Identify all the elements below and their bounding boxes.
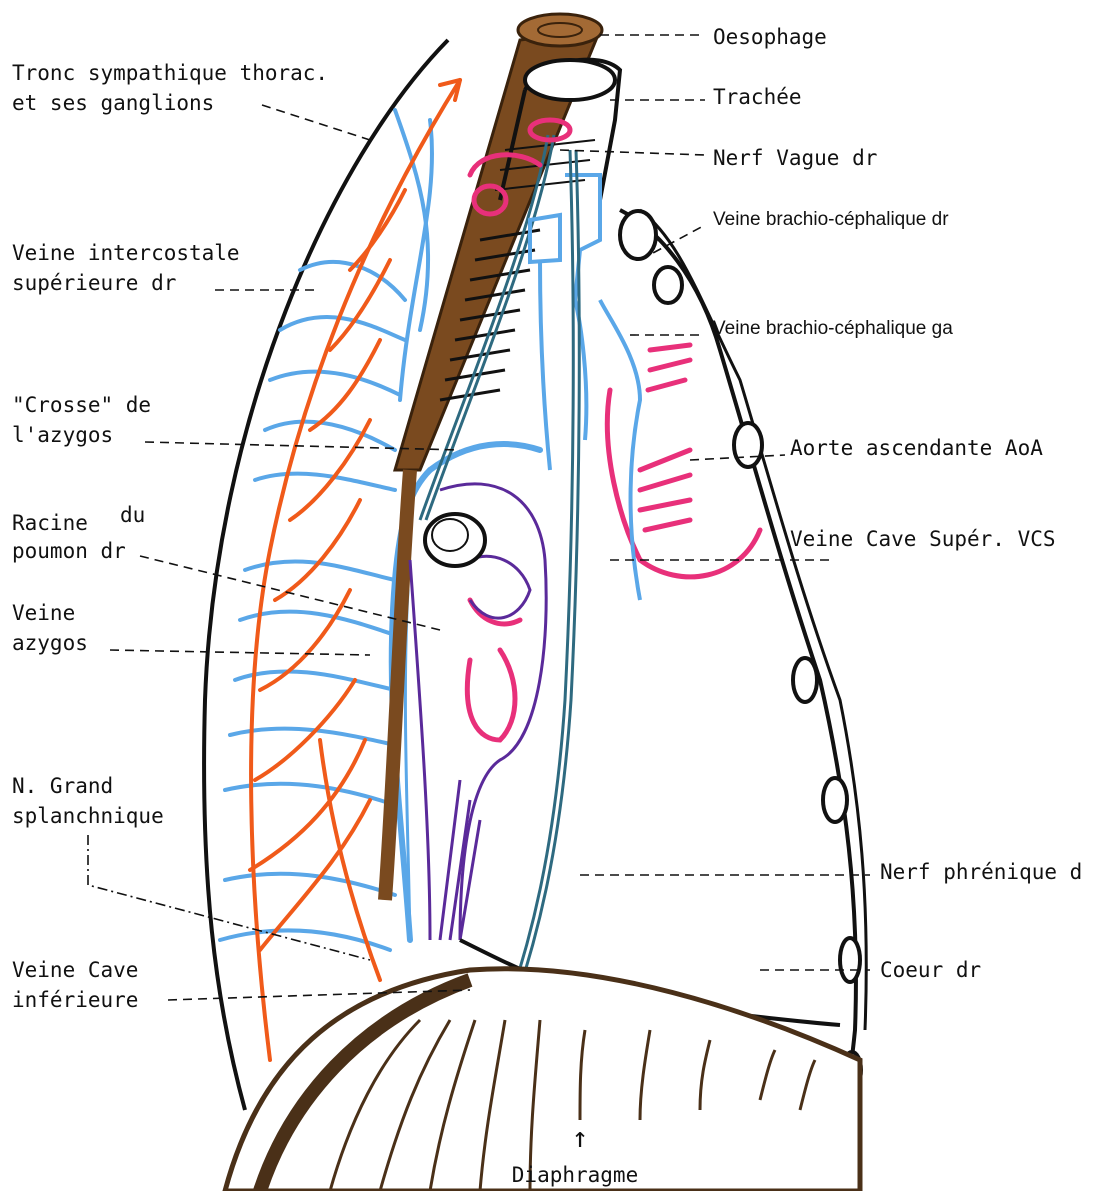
label-vbc-dr: Veine brachio-céphalique dr bbox=[713, 209, 949, 230]
label-vcs: Veine Cave Supér. VCS bbox=[790, 527, 1056, 551]
label-racine-line1: Racine bbox=[12, 511, 88, 535]
diaphragm bbox=[225, 969, 860, 1191]
label-vci-line1: Veine Cave bbox=[12, 958, 138, 982]
label-vbc-ga: Veine brachio-céphalique ga bbox=[713, 318, 953, 339]
label-racine-du: du bbox=[120, 503, 145, 527]
label-splanch-line1: N. Grand bbox=[12, 774, 113, 798]
label-trachee: Trachée bbox=[713, 85, 802, 109]
label-aorte: Aorte ascendante AoA bbox=[790, 436, 1043, 460]
label-racine-line2: poumon dr bbox=[12, 539, 126, 563]
label-nerf-vague: Nerf Vague dr bbox=[713, 146, 877, 170]
label-phrenique: Nerf phrénique d bbox=[880, 860, 1082, 884]
label-coeur: Coeur dr bbox=[880, 958, 981, 982]
bronchus bbox=[425, 514, 485, 566]
label-azygos-line1: Veine bbox=[12, 601, 75, 625]
label-azygos-line2: azygos bbox=[12, 631, 88, 655]
labels-left: Tronc sympathique thorac. et ses ganglio… bbox=[12, 61, 328, 1012]
label-splanch-line2: splanchnique bbox=[12, 804, 164, 828]
label-intercostale-line2: supérieure dr bbox=[12, 271, 176, 295]
label-vci-line2: inférieure bbox=[12, 988, 138, 1012]
label-tronc-line2: et ses ganglions bbox=[12, 91, 214, 115]
labels-right: Oesophage Trachée Nerf Vague dr Veine br… bbox=[713, 25, 1082, 982]
mediastinal-border bbox=[620, 210, 866, 1120]
label-intercostale-line1: Veine intercostale bbox=[12, 241, 240, 265]
label-crosse-line2: l'azygos bbox=[12, 423, 113, 447]
label-diaphragme: Diaphragme bbox=[512, 1163, 638, 1187]
diaphragm-arrow-icon: ↑ bbox=[572, 1121, 589, 1154]
label-crosse-line1: "Crosse" de bbox=[12, 393, 151, 417]
label-oesophage: Oesophage bbox=[713, 25, 827, 49]
label-tronc-line1: Tronc sympathique thorac. bbox=[12, 61, 328, 85]
